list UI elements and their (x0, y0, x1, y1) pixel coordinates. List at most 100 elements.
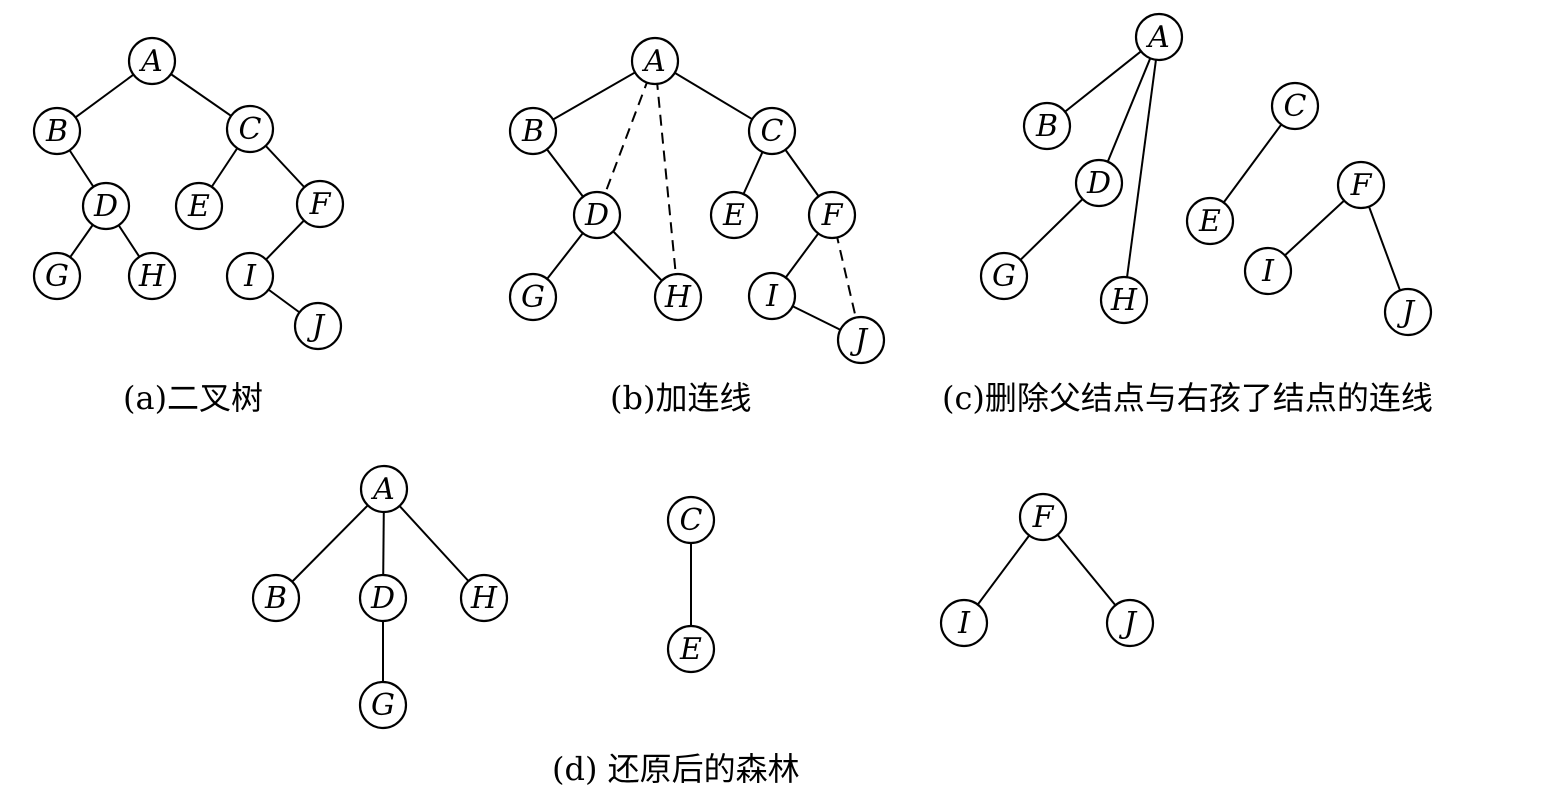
node-c-D: D (1074, 158, 1124, 208)
node-label: F (309, 187, 332, 222)
edge-c-A-D (1098, 36, 1160, 184)
node-d-G: G (358, 680, 408, 730)
node-circle (1336, 160, 1386, 210)
node-a-A: A (127, 36, 177, 86)
node-b-G: G (508, 272, 558, 322)
node-c-I: I (1243, 246, 1293, 296)
node-c-E: E (1185, 196, 1235, 246)
node-circle (836, 315, 886, 365)
node-circle (807, 190, 857, 240)
edge-d-A-B (275, 488, 385, 599)
node-circle (747, 106, 797, 156)
node-circle (939, 598, 989, 648)
node-label: I (957, 606, 971, 641)
node-circle (32, 106, 82, 156)
edge-d-A-H (383, 488, 485, 599)
node-d-J: J (1105, 598, 1155, 648)
node-label: H (138, 259, 166, 294)
node-b-J: J (836, 315, 886, 365)
node-label: G (992, 259, 1016, 294)
node-label: H (664, 280, 692, 315)
node-circle (1105, 598, 1155, 648)
node-a-J: J (293, 301, 343, 351)
node-circle (1270, 81, 1320, 131)
node-c-H: H (1099, 275, 1149, 325)
node-circle (127, 36, 177, 86)
node-circle (1243, 246, 1293, 296)
node-a-H: H (127, 251, 177, 301)
node-d-E: E (666, 624, 716, 674)
node-circle (508, 272, 558, 322)
node-circle (709, 190, 759, 240)
node-circle (979, 251, 1029, 301)
node-circle (225, 251, 275, 301)
node-d-A: A (359, 464, 409, 514)
node-c-F: F (1336, 160, 1386, 210)
node-circle (1383, 287, 1433, 337)
caption-c: (c)删除父结点与右孩了结点的连线 (942, 379, 1433, 417)
node-a-D: D (81, 181, 131, 231)
node-circle (359, 464, 409, 514)
node-circle (572, 190, 622, 240)
node-a-I: I (225, 251, 275, 301)
node-label: G (45, 259, 69, 294)
node-label: C (680, 503, 703, 538)
edge-b-A-D-dashed (596, 60, 656, 216)
node-circle (81, 181, 131, 231)
node-circle (1074, 158, 1124, 208)
node-circle (1022, 101, 1072, 151)
node-label: I (243, 259, 257, 294)
node-c-G: G (979, 251, 1029, 301)
node-d-D: D (358, 573, 408, 623)
node-circle (1134, 12, 1184, 62)
node-c-A: A (1134, 12, 1184, 62)
node-circle (251, 573, 301, 623)
node-circle (508, 106, 558, 156)
node-label: D (370, 581, 395, 616)
node-label: F (1032, 500, 1055, 535)
node-label: E (187, 189, 210, 224)
panel-d-restored-forest: A B D H G C E F I J (251, 464, 1155, 730)
node-d-B: B (251, 573, 301, 623)
caption-a: (a)二叉树 (123, 379, 263, 417)
node-label: D (584, 198, 609, 233)
node-label: B (264, 581, 287, 616)
node-circle (653, 272, 703, 322)
node-label: A (641, 44, 666, 79)
node-label: H (470, 581, 498, 616)
node-circle (747, 271, 797, 321)
node-label: G (371, 688, 395, 723)
node-b-B: B (508, 106, 558, 156)
node-label: F (821, 198, 844, 233)
node-label: H (1110, 283, 1138, 318)
node-circle (1018, 492, 1068, 542)
node-circle (358, 573, 408, 623)
node-a-C: C (225, 104, 275, 154)
edge-b-A-H-dashed (654, 60, 679, 298)
node-a-E: E (174, 181, 224, 231)
node-circle (1185, 196, 1235, 246)
node-circle (174, 181, 224, 231)
node-d-I: I (939, 598, 989, 648)
node-label: F (1350, 168, 1373, 203)
node-a-F: F (295, 179, 345, 229)
node-label: D (93, 189, 118, 224)
node-c-C: C (1270, 81, 1320, 131)
node-circle (666, 495, 716, 545)
node-label: B (45, 114, 68, 149)
panel-a-binary-tree: A B C D E F G H I J (32, 36, 345, 351)
node-c-J: J (1383, 287, 1433, 337)
node-b-E: E (709, 190, 759, 240)
node-label: E (679, 632, 702, 667)
node-label: D (1086, 166, 1111, 201)
node-c-B: B (1022, 101, 1072, 151)
node-label: B (521, 114, 544, 149)
node-d-F: F (1018, 492, 1068, 542)
node-circle (459, 573, 509, 623)
node-label: A (138, 44, 163, 79)
node-circle (293, 301, 343, 351)
node-circle (295, 179, 345, 229)
caption-d: (d) 还原后的森林 (552, 750, 800, 788)
node-circle (1099, 275, 1149, 325)
